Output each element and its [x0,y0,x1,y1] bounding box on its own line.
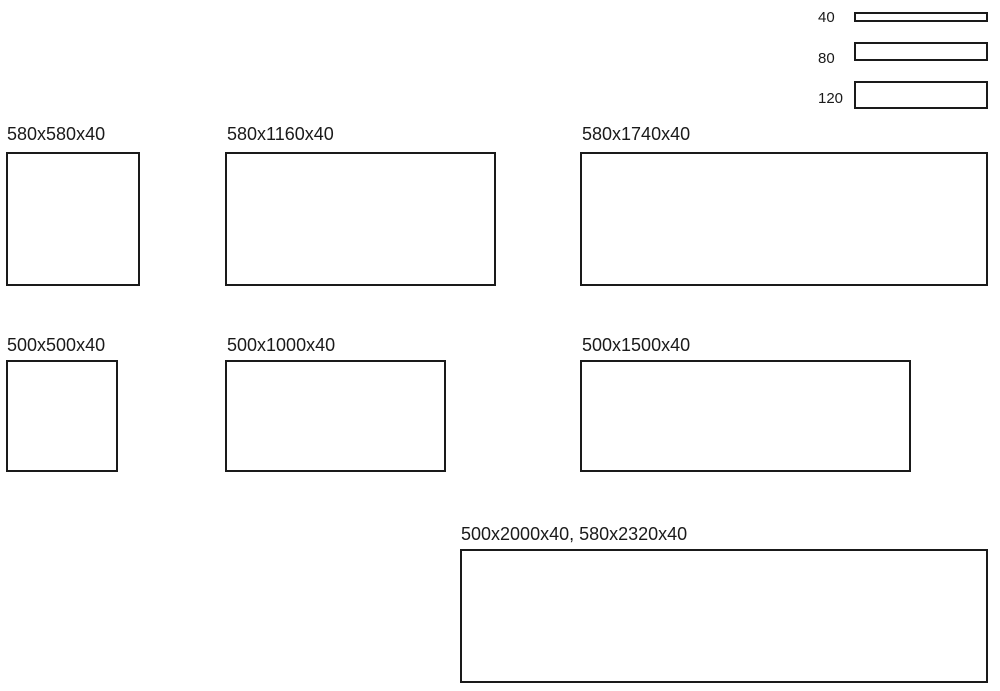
panel-label-580x580x40: 580x580x40 [7,124,106,144]
panel-label-580x1740x40: 580x1740x40 [582,124,691,144]
legend-bar-80 [854,42,988,61]
panel-500x2000x40-580x2320x40 [460,549,988,683]
legend-bar-40 [854,12,988,22]
panel-500x1500x40 [580,360,911,472]
legend-bar-120 [854,81,988,109]
panel-label-580x1160x40: 580x1160x40 [227,124,334,144]
panel-580x1740x40 [580,152,988,286]
panel-580x580x40 [6,152,140,286]
legend-label-120: 120 [818,90,844,107]
panel-label-500x500x40: 500x500x40 [7,335,106,355]
panel-500x1000x40 [225,360,446,472]
legend-label-40: 40 [818,9,835,26]
panel-label-500x1000x40: 500x1000x40 [227,335,336,355]
legend-label-80: 80 [818,50,835,67]
panel-580x1160x40 [225,152,496,286]
panel-label-500x2000x40-580x2320x40: 500x2000x40, 580x2320x40 [461,524,688,544]
panel-500x500x40 [6,360,118,472]
panel-label-500x1500x40: 500x1500x40 [582,335,691,355]
